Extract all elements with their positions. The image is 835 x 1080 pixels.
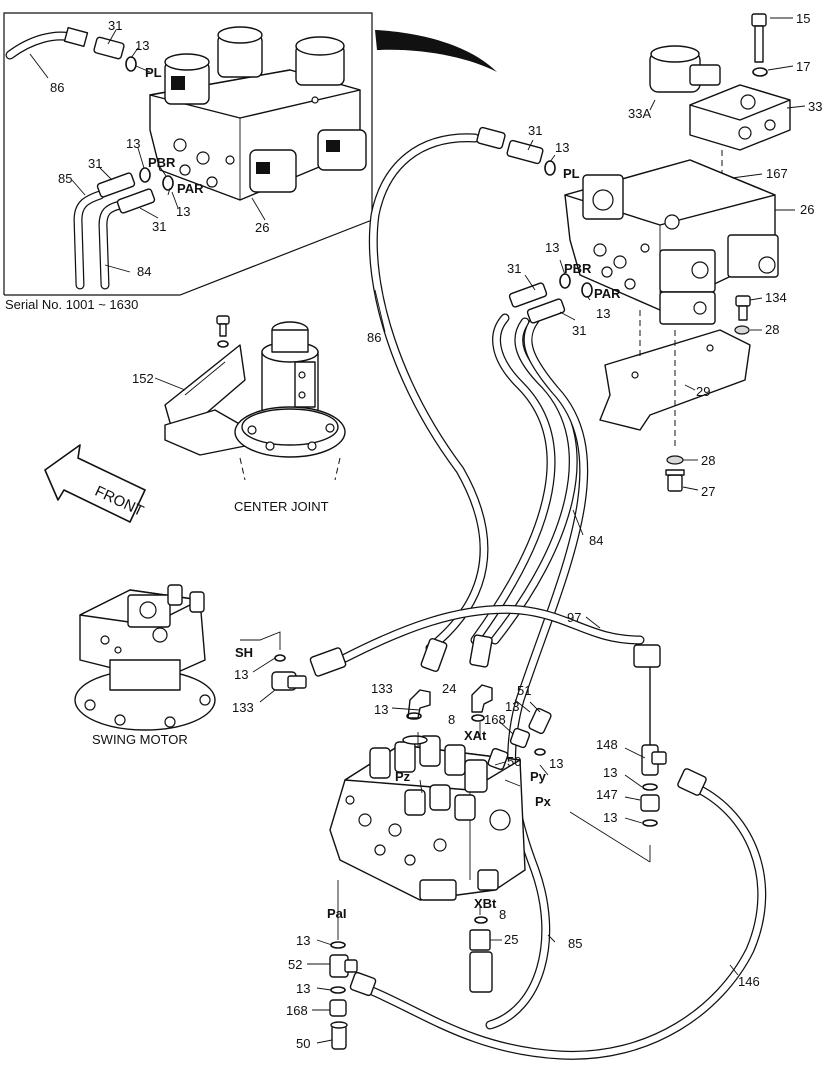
- callout-167: 167: [766, 166, 788, 181]
- callout-52: 52: [288, 957, 302, 972]
- callout-13-pbr: 13: [545, 240, 559, 255]
- callout-26: 26: [800, 202, 814, 217]
- callout-24: 24: [442, 681, 456, 696]
- shuttle-fittings: [624, 744, 667, 827]
- callout-inset-13-par: 13: [176, 204, 190, 219]
- inset-serial-note: Serial No. 1001 ~ 1630: [5, 297, 138, 312]
- callout-29: 29: [696, 384, 710, 399]
- port-pai: PaI: [327, 906, 347, 921]
- port-inset-pl: PL: [145, 65, 162, 80]
- port-sh: SH: [235, 645, 253, 660]
- callout-31-pbr: 31: [507, 261, 521, 276]
- callout-13-top: 13: [555, 140, 569, 155]
- callout-86: 86: [367, 330, 381, 345]
- callout-27: 27: [701, 484, 715, 499]
- inset-panel: [3, 12, 373, 296]
- port-py: Py: [530, 769, 547, 784]
- callout-13-b: 13: [505, 699, 519, 714]
- caption-swing-motor: SWING MOTOR: [92, 732, 188, 747]
- callout-inset-84: 84: [137, 264, 151, 279]
- callout-13-py: 13: [549, 756, 563, 771]
- callout-13-pai-1: 13: [296, 933, 310, 948]
- callout-168-b: 168: [286, 1003, 308, 1018]
- callout-inset-26: 26: [255, 220, 269, 235]
- caption-center-joint: CENTER JOINT: [234, 499, 329, 514]
- callout-85: 85: [568, 936, 582, 951]
- callout-13-sh: 13: [234, 667, 248, 682]
- callout-13-a: 13: [374, 702, 388, 717]
- callout-28-bottom: 28: [701, 453, 715, 468]
- callout-33: 33: [808, 99, 822, 114]
- callout-84: 84: [589, 533, 603, 548]
- callout-8-b: 8: [499, 907, 506, 922]
- callout-147: 147: [596, 787, 618, 802]
- hose-routing: [340, 133, 767, 1060]
- center-joint-assembly: [154, 315, 346, 481]
- callout-inset-13-pbr: 13: [126, 136, 140, 151]
- callout-168-a: 168: [484, 712, 506, 727]
- callout-17: 17: [796, 59, 810, 74]
- port-px: Px: [535, 794, 552, 809]
- callout-51: 51: [517, 683, 531, 698]
- callout-134: 134: [765, 290, 787, 305]
- hose-fittings: [309, 126, 707, 997]
- callout-13-pai-2: 13: [296, 981, 310, 996]
- port-inset-par: PAR: [177, 181, 204, 196]
- callout-inset-13-top: 13: [135, 38, 149, 53]
- decorative-swoosh: [375, 30, 497, 72]
- pai-fitting-stack: [307, 880, 739, 1050]
- port-inset-pbr: PBR: [148, 155, 176, 170]
- callout-31-top: 31: [528, 123, 542, 138]
- callout-8-a: 8: [448, 712, 455, 727]
- port-xat: XAt: [464, 728, 487, 743]
- callout-inset-31-left: 31: [88, 156, 102, 171]
- callout-inset-86: 86: [50, 80, 64, 95]
- callout-15: 15: [796, 11, 810, 26]
- callout-inset-31-top: 31: [108, 18, 122, 33]
- callout-133-sh: 133: [232, 700, 254, 715]
- swing-motor-assembly: [74, 584, 307, 731]
- callout-31-par: 31: [572, 323, 586, 338]
- callout-148: 148: [596, 737, 618, 752]
- port-par: PAR: [594, 286, 621, 301]
- leader-lines: [374, 17, 806, 629]
- callout-13-c: 13: [603, 765, 617, 780]
- callout-25: 25: [504, 932, 518, 947]
- callout-inset-31-bottom: 31: [152, 219, 166, 234]
- port-pz: Pz: [395, 769, 411, 784]
- callout-50-a: 50: [507, 754, 521, 769]
- callout-97: 97: [567, 610, 581, 625]
- callout-152: 152: [132, 371, 154, 386]
- callout-146: 146: [738, 974, 760, 989]
- callout-33a: 33A: [628, 106, 651, 121]
- port-xbt: XBt: [474, 896, 497, 911]
- callout-133: 133: [371, 681, 393, 696]
- port-pbr: PBR: [564, 261, 592, 276]
- callout-inset-85: 85: [58, 171, 72, 186]
- callout-28-top: 28: [765, 322, 779, 337]
- front-direction-arrow[interactable]: [44, 444, 146, 523]
- callout-13-par: 13: [596, 306, 610, 321]
- port-pl: PL: [563, 166, 580, 181]
- main-valve-assembly: [564, 13, 791, 492]
- callout-13-d: 13: [603, 810, 617, 825]
- control-valve-assembly: [329, 684, 651, 901]
- callout-50-b: 50: [296, 1036, 310, 1051]
